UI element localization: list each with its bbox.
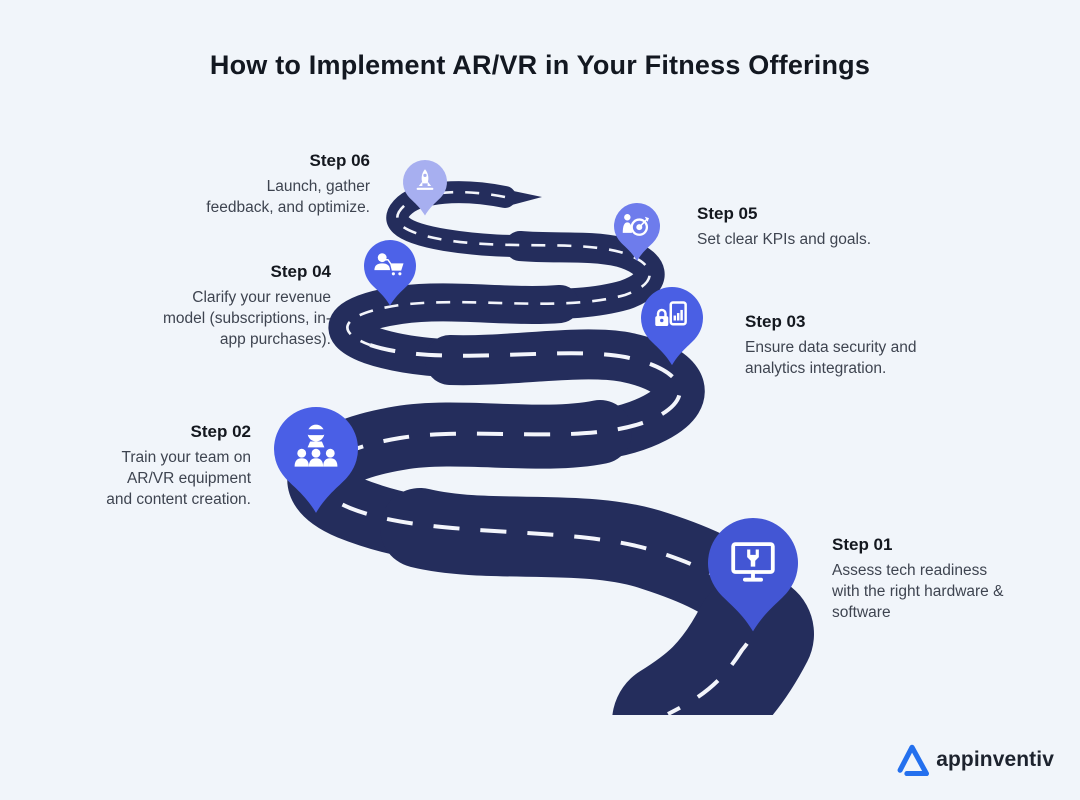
pin-shape [641, 287, 703, 366]
step-02-line: Train your team on [121, 449, 251, 466]
step-01-pin [708, 518, 798, 632]
appinventiv-mark-icon [897, 744, 930, 776]
page-title: How to Implement AR/VR in Your Fitness O… [209, 50, 871, 80]
step-04-title: Step 04 [270, 262, 331, 281]
step-06-title: Step 06 [309, 151, 370, 170]
step-05-pin [614, 203, 660, 261]
step-06-pin [403, 160, 447, 216]
step-05-title: Step 05 [697, 204, 758, 223]
monitor-wrench-icon [731, 542, 775, 582]
step-01-line: Assess tech readiness [832, 562, 988, 579]
road-segment [612, 574, 814, 715]
rocket-launch-icon [416, 169, 434, 190]
step-05-line: Set clear KPIs and goals. [697, 231, 872, 248]
kpi-target-icon [622, 214, 649, 236]
step-06-line: Launch, gather [266, 178, 370, 195]
step-01-title: Step 01 [832, 535, 893, 554]
brand-name: appinventiv [936, 748, 1054, 771]
road-center-dashes [346, 190, 651, 347]
step-01-line: software [832, 604, 891, 621]
step-04-pin [364, 240, 416, 306]
step-06-text: Step 06 Launch, gather feedback, and opt… [206, 150, 370, 218]
brand-logo: appinventiv [895, 744, 1054, 776]
step-03-line: analytics integration. [745, 360, 887, 377]
vr-team-icon [294, 424, 338, 467]
secure-analytics-icon [655, 301, 687, 327]
step-03-line: Ensure data security and [745, 339, 917, 356]
step-03-text: Step 03 Ensure data security and analyti… [745, 311, 916, 379]
step-01-text: Step 01 Assess tech readiness with the r… [832, 534, 1003, 623]
step-04-line: app purchases). [219, 331, 331, 348]
step-03-pin [641, 287, 703, 366]
step-02-line: AR/VR equipment [126, 470, 251, 487]
pin-shape [364, 240, 416, 306]
step-04-text: Step 04 Clarify your revenue model (subs… [163, 261, 331, 350]
step-04-line: model (subscriptions, in- [163, 310, 331, 327]
step-04-line: Clarify your revenue [192, 289, 331, 306]
step-05-text: Step 05 Set clear KPIs and goals. [697, 203, 871, 250]
customer-cart-icon [374, 253, 404, 276]
step-02-text: Step 02 Train your team on AR/VR equipme… [106, 421, 251, 510]
step-01-line: with the right hardware & [832, 583, 1004, 600]
step-02-title: Step 02 [190, 422, 251, 441]
step-02-line: and content creation. [106, 491, 251, 508]
step-02-pin [274, 407, 358, 513]
step-03-title: Step 03 [745, 312, 806, 331]
step-06-line: feedback, and optimize. [206, 199, 370, 216]
